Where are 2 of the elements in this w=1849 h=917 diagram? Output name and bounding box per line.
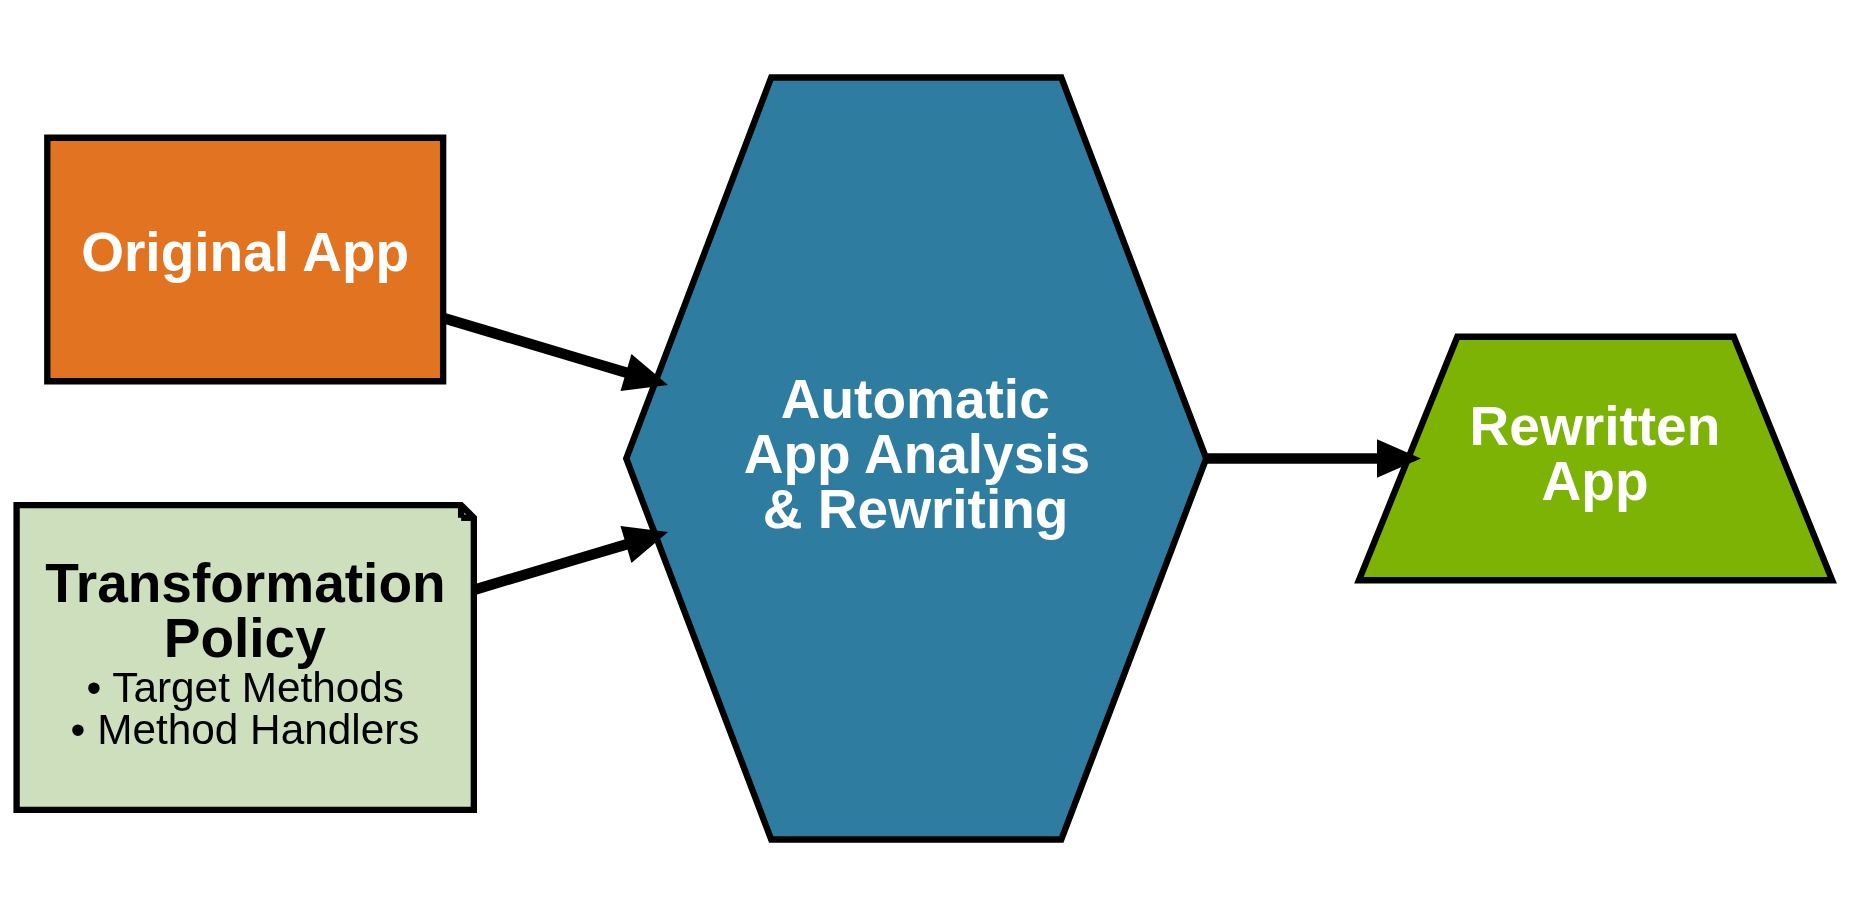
node-box: Original App bbox=[44, 134, 447, 385]
arrow bbox=[1206, 439, 1421, 478]
